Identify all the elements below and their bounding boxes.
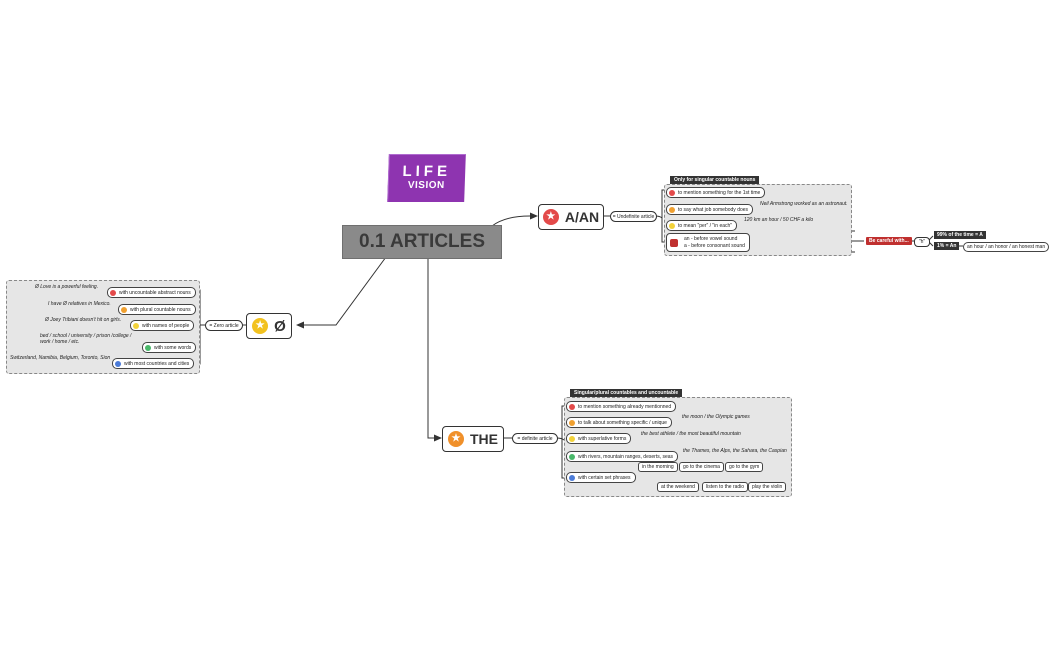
logo-line1: LIFE	[402, 163, 452, 180]
zero-item-3-note: Ø Joey Tribiani doesn't hit on girls.	[45, 317, 122, 323]
zero-item-4-note: bed / school / university / prison /coll…	[40, 333, 132, 345]
aan-item-3-note: 120 km an hour / 50 CHF a kilo	[744, 217, 814, 223]
be-careful-label: Be careful with...	[866, 237, 912, 245]
aan-node[interactable]: ★ A/AN	[538, 204, 604, 230]
the-connector-label[interactable]: = definite article	[512, 433, 558, 444]
the-item-4[interactable]: with rivers, mountain ranges, deserts, s…	[566, 451, 679, 462]
h-an-examples[interactable]: an hour / an honor / an honest man	[963, 242, 1050, 252]
zero-item-5[interactable]: with most countries and cities	[112, 358, 195, 369]
the-item-1[interactable]: to mention something already mentionned	[566, 401, 677, 412]
logo-line2: VISION	[407, 180, 445, 191]
red-dot-icon	[569, 403, 575, 410]
the-item-5-text: with certain set phrases	[578, 474, 631, 481]
the-node[interactable]: ★ THE	[442, 426, 504, 452]
aan-item-1[interactable]: to mention something for the 1st time	[666, 187, 766, 198]
blue-dot-icon	[569, 474, 575, 481]
phrase-play-the-violin[interactable]: play the violin	[748, 482, 787, 492]
zero-item-4-text: with some words	[154, 344, 192, 351]
star-icon: ★	[252, 318, 269, 334]
star-icon: ★	[542, 209, 559, 225]
h-letter-text: "h"	[918, 239, 926, 245]
red-dot-icon	[669, 189, 675, 196]
zero-item-4[interactable]: with some words	[142, 342, 197, 353]
green-dot-icon	[145, 344, 151, 351]
the-item-2-text: to talk about something specific / uniqu…	[578, 419, 667, 426]
phrase-go-to-the-gym[interactable]: go to the gym	[725, 462, 764, 472]
the-connector-text: = definite article	[517, 435, 553, 442]
phrase-go-to-the-cinema[interactable]: go to the cinema	[679, 462, 724, 472]
zero-item-2[interactable]: with plural countable nouns	[118, 304, 196, 315]
zero-item-3-text: with names of people	[142, 322, 190, 329]
phrase-listen-to-the-radio[interactable]: listen to the radio	[702, 482, 749, 492]
life-vision-logo: LIFE VISION	[387, 154, 466, 202]
aan-connector-label[interactable]: = Undefinite article	[610, 211, 657, 222]
the-item-5[interactable]: with certain set phrases	[566, 472, 636, 483]
zero-node[interactable]: ★ Ø	[246, 313, 292, 339]
orange-dot-icon	[669, 206, 675, 213]
green-dot-icon	[569, 453, 575, 460]
zero-item-1-note: Ø Love is a powerful feeling.	[35, 284, 99, 290]
aan-item-2[interactable]: to say what job somebody does	[666, 204, 754, 215]
the-item-4-text: with rivers, mountain ranges, deserts, s…	[578, 453, 674, 460]
aan-label: A/AN	[564, 209, 600, 225]
zero-item-2-note: I have Ø relatives in Mexico.	[48, 301, 111, 307]
aan-group-tag: Only for singular countable nouns	[670, 176, 760, 184]
blue-dot-icon	[115, 360, 121, 367]
the-item-3-note: the best athlete / the most beautiful mo…	[641, 431, 741, 437]
the-item-1-text: to mention something already mentionned	[578, 403, 672, 410]
central-topic[interactable]: 0.1 ARTICLES	[342, 225, 502, 259]
aan-item-3-text: to mean "per" / "in each"	[678, 222, 733, 229]
h-an-rule: 1% = An	[934, 242, 960, 250]
aan-item-3[interactable]: to mean "per" / "in each"	[666, 220, 738, 231]
the-item-3[interactable]: with superlative forms	[566, 433, 632, 444]
h-a-rule: 99% of the time = A	[934, 231, 986, 239]
phrase-in-the-morning[interactable]: in the morning	[638, 462, 678, 472]
the-group-tag: Singular/plural countables and uncountab…	[570, 389, 683, 397]
zero-connector-text: = Zero article	[209, 322, 239, 329]
aan-item-2-text: to say what job somebody does	[678, 206, 749, 213]
orange-dot-icon	[569, 419, 575, 426]
the-item-3-text: with superlative forms	[578, 435, 627, 442]
zero-item-2-text: with plural countable nouns	[130, 306, 191, 313]
h-letter-label[interactable]: "h"	[914, 237, 930, 247]
zero-connector-label[interactable]: = Zero article	[205, 320, 243, 331]
yellow-dot-icon	[669, 222, 675, 229]
central-title: 0.1 ARTICLES	[359, 231, 485, 252]
the-item-4-note: the Thames, the Alps, the Sahara, the Ca…	[683, 448, 787, 454]
the-label: THE	[470, 431, 498, 447]
yellow-dot-icon	[569, 435, 575, 442]
zero-item-5-text: with most countries and cities	[124, 360, 190, 367]
aan-item-2-note: Neil Armstrong worked as an astronaut.	[760, 201, 848, 207]
a-rule-line: a - before consonant sound	[684, 242, 745, 249]
yellow-dot-icon	[133, 322, 139, 329]
aan-item-1-text: to mention something for the 1st time	[678, 189, 761, 196]
phrase-at-the-weekend[interactable]: at the weekend	[657, 482, 699, 492]
warning-icon	[670, 238, 678, 247]
zero-label: Ø	[274, 317, 286, 335]
an-rule-line: an - before vowel sound	[684, 235, 738, 242]
the-item-2-note: the moon / the Olympic games	[682, 414, 750, 420]
zero-item-1-text: with uncountable abstract nouns	[119, 289, 191, 296]
star-icon: ★	[448, 431, 464, 447]
aan-connector-text: = Undefinite article	[612, 213, 655, 220]
zero-item-1[interactable]: with uncountable abstract nouns	[107, 287, 196, 298]
aan-an-rule[interactable]: an - before vowel sound a - before conso…	[666, 233, 750, 252]
zero-item-3[interactable]: with names of people	[130, 320, 195, 331]
red-dot-icon	[110, 289, 116, 296]
zero-item-5-note: Switzerland, Namibia, Belgium, Toronto, …	[10, 355, 111, 361]
orange-dot-icon	[121, 306, 127, 313]
the-item-2[interactable]: to talk about something specific / uniqu…	[566, 417, 672, 428]
